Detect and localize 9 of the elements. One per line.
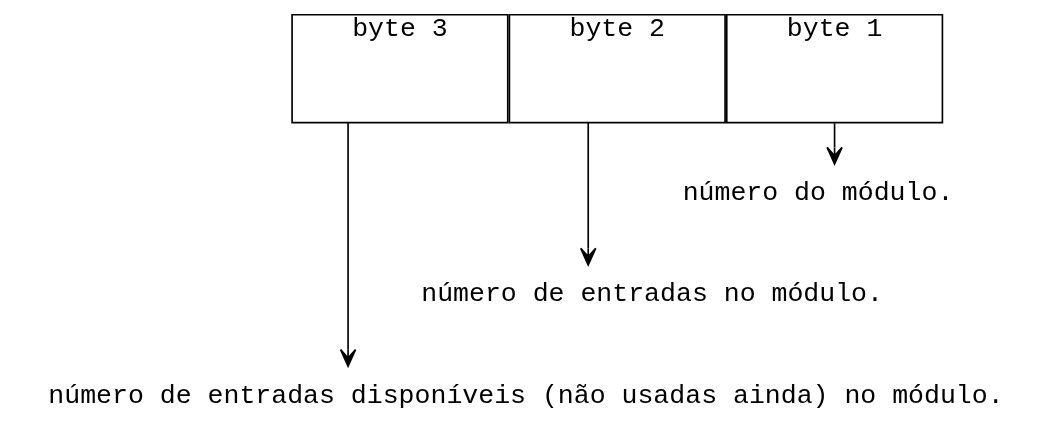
node-text: número de entradas disponíveis (não usadas ainda) no módulo. [48, 380, 1004, 411]
node-box: byte 1 [725, 13, 944, 124]
arrow [826, 122, 843, 165]
node-box: byte 3 [291, 13, 509, 124]
node-box: byte 2 [508, 13, 726, 124]
arrow [339, 121, 357, 368]
node-text: número do módulo. [682, 178, 954, 209]
node-text: número de entradas no módulo. [421, 279, 883, 310]
arrow [579, 122, 597, 266]
